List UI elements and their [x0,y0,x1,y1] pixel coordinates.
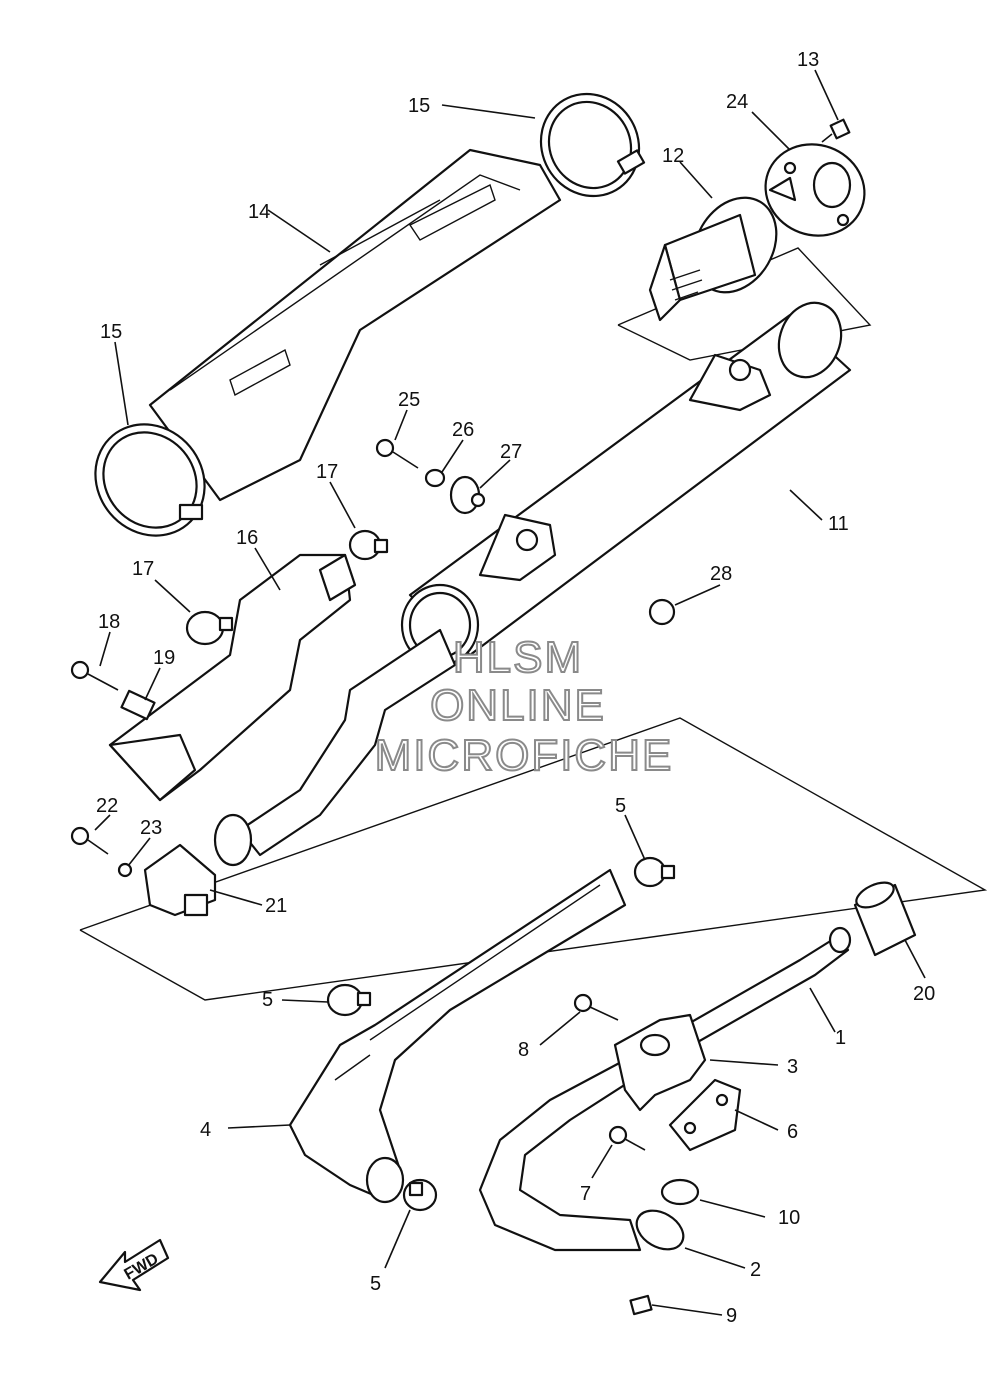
part-8-bolt [573,993,619,1021]
watermark-line-3: MICROFICHE [375,731,674,780]
callout-17-lower: 17 [132,558,154,580]
part-23-washer [117,862,133,878]
callout-1: 1 [835,1027,846,1049]
callout-5-top: 5 [615,795,626,817]
part-16-pipe-joint [108,553,357,802]
callout-2: 2 [750,1259,761,1281]
part-17-clamp-upper [348,529,389,561]
part-5-clamp-top [633,856,676,888]
part-28-collar [648,598,676,626]
callout-17-upper: 17 [316,461,338,483]
callout-20: 20 [913,983,935,1005]
callout-3: 3 [787,1056,798,1078]
callout-25: 25 [398,389,420,411]
watermark-line-1: HLSM [453,633,583,682]
callout-24: 24 [726,91,748,113]
part-1-exhaust-pipe [478,926,852,1252]
callout-28: 28 [710,563,732,585]
part-5-clamp-middle [326,983,372,1017]
callout-19: 19 [153,647,175,669]
part-10-gasket [660,1178,700,1206]
part-19-collar [120,689,156,721]
callout-18: 18 [98,611,120,633]
callout-7: 7 [580,1183,591,1205]
part-26-washer [424,468,446,488]
callout-16: 16 [236,527,258,549]
callout-12: 12 [662,145,684,167]
part-22-bolt [70,826,109,855]
callout-13: 13 [797,49,819,71]
part-21-joint-clamp [143,843,217,917]
part-15-band-lower [94,423,206,537]
callout-15-lower: 15 [100,321,122,343]
leader-lines [94,69,926,1316]
callout-labels: 1 2 3 4 5 5 5 6 7 8 9 10 11 12 13 14 15 … [96,49,935,1327]
callout-10: 10 [778,1207,800,1229]
part-12-spark-arrester [648,196,778,322]
part-5-clamp-bottom [402,1178,438,1212]
callout-11: 11 [828,513,849,535]
part-18-bolt [70,660,119,691]
part-2-flange [635,1209,685,1251]
part-4-protector [288,868,627,1204]
callout-14: 14 [248,201,270,223]
callout-21: 21 [265,895,287,917]
callout-23: 23 [140,817,162,839]
watermark: HLSM ONLINE MICROFICHE [374,632,674,781]
middle-exhaust-pipe [213,628,457,867]
part-11-muffler [400,301,852,667]
part-27-grommet [449,475,486,515]
watermark-line-2: ONLINE [430,681,606,730]
callout-9: 9 [726,1305,737,1327]
part-9-nut [629,1294,653,1316]
callout-5-middle: 5 [262,989,273,1011]
part-15-band-upper [539,92,646,198]
callout-26: 26 [452,419,474,441]
part-24-end-cap [764,143,866,237]
callout-22: 22 [96,795,118,817]
part-3-bracket [613,1013,707,1112]
part-14-heat-shield [148,148,562,502]
part-17-clamp-lower [185,610,234,646]
part-25-bolt [375,438,419,469]
callout-6: 6 [787,1121,798,1143]
part-7-bolt [608,1125,646,1151]
part-6-bracket-plate [668,1078,742,1152]
forward-direction-arrow: FWD [98,1238,170,1292]
part-20-sleeve [853,881,917,957]
callout-5-bottom: 5 [370,1273,381,1295]
callout-27: 27 [500,441,522,463]
callout-15-upper: 15 [408,95,430,117]
part-13-bolt [821,118,851,143]
callout-8: 8 [518,1039,529,1061]
callout-4: 4 [200,1119,211,1141]
